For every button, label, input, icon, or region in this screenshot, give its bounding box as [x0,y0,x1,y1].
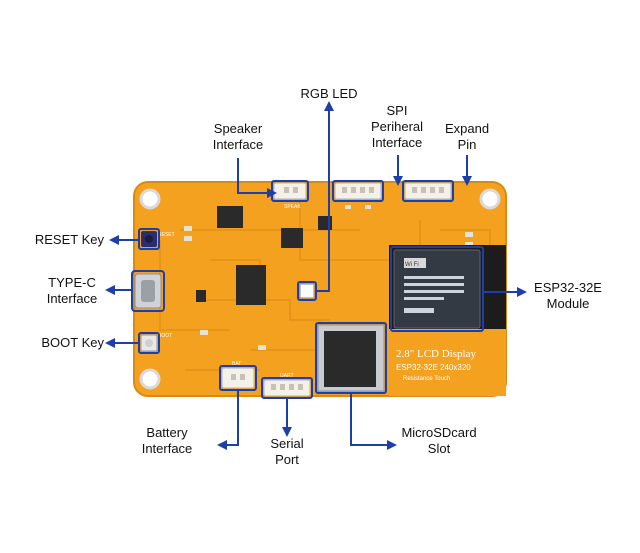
label-battery-line2: Interface [141,441,193,456]
display-touch: Resistance Touch [403,376,450,382]
label-typec-line2: Interface [46,291,98,306]
label-typec-interface: TYPE-C Interface [36,275,108,307]
display-model: ESP32-32E 240x320 [396,363,471,372]
label-expand-line1: Expand [444,121,490,136]
module-wifi-mark: Wi Fi [405,262,419,268]
label-boot-text: BOOT Key [41,335,104,350]
label-speaker-line1: Speaker [213,121,263,136]
label-serial-line1: Serial [270,436,304,451]
label-expand-line2: Pin [457,137,477,152]
label-boot-key: BOOT Key [22,335,104,351]
label-sd-line1: MicroSDcard [401,425,477,440]
label-spi-line2: Periheral [370,119,424,134]
label-sd-line2: Slot [427,441,451,456]
reset-key [141,231,157,247]
label-battery-line1: Battery [146,425,188,440]
small-chips [184,205,473,350]
label-expand-pin: Expand Pin [436,121,498,153]
label-typec-line1: TYPE-C [48,275,96,290]
label-spi-interface: SPI Periheral Interface [362,103,432,151]
silk-bat: BAT [232,361,241,367]
spi-connector [334,182,382,200]
expand-pin-connector [404,182,452,200]
label-battery-interface: Battery Interface [134,425,200,457]
label-serial-port: Serial Port [260,436,314,468]
label-spi-line1: SPI [386,103,408,118]
label-esp-line1: ESP32-32E [534,280,602,295]
display-title: 2.8" LCD Display [396,348,476,360]
label-spi-line3: Interface [371,135,423,150]
label-esp32-module: ESP32-32E Module [526,280,610,312]
label-reset-text: RESET Key [34,232,104,247]
label-microsd-slot: MicroSDcard Slot [394,425,484,457]
label-serial-line2: Port [275,452,299,467]
label-speaker-interface: Speaker Interface [204,121,272,153]
silk-uart: UART [280,373,294,379]
silk-reset: RESET [158,232,175,238]
pcb-board: SPEAK RESET BOOT BAT UART Wi Fi 2.8" LCD… [133,181,507,397]
esp32-module [389,245,506,329]
serial-port-connector [263,379,311,397]
boot-key [140,334,158,352]
label-speaker-line2: Interface [212,137,264,152]
typec-port [134,273,162,309]
silk-speak: SPEAK [284,204,301,210]
leader-lines [105,101,527,450]
battery-connector [221,367,255,389]
microsd-slot [317,324,385,392]
label-reset-key: RESET Key [22,232,104,248]
label-rgb-led-text: RGB LED [300,86,358,101]
rgb-led [299,283,315,299]
speaker-connector [273,182,307,200]
label-rgb-led: RGB LED [300,86,358,102]
silk-boot: BOOT [158,333,172,339]
label-esp-line2: Module [546,296,590,311]
